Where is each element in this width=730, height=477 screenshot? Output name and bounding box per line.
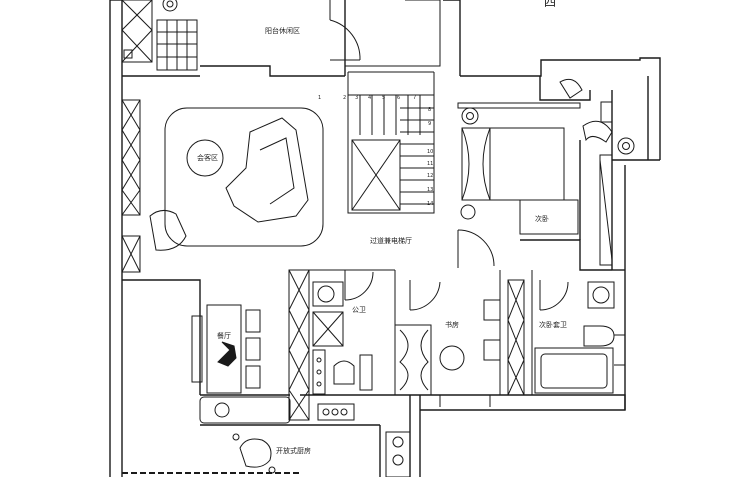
stair-step-number: 10	[427, 149, 434, 155]
room-label-study: 书房	[445, 321, 459, 329]
stair-step-number: 5	[382, 95, 386, 101]
staircase	[347, 71, 435, 214]
stair-step-number: 6	[397, 95, 401, 101]
living-room	[121, 99, 324, 273]
stair-step-number: 14	[427, 201, 434, 207]
open-kitchen	[122, 431, 411, 477]
stair-step-number: 8	[428, 107, 432, 113]
corner-character: 四	[544, 0, 557, 9]
dining-room	[191, 304, 291, 424]
room-label-kitchen: 开放式厨房	[276, 447, 311, 455]
plant-icons	[162, 0, 635, 155]
study-room	[394, 270, 525, 407]
room-label-corridor: 过道兼电梯厅	[370, 237, 412, 245]
stair-step-number: 12	[427, 173, 434, 179]
stair-step-number: 13	[427, 187, 434, 193]
room-label-balcony: 阳台休闲区	[265, 27, 300, 35]
room-label-living: 会客区	[197, 154, 218, 162]
outdoor-seating	[156, 19, 198, 71]
stair-step-number: 7	[413, 95, 417, 101]
stair-step-number: 11	[427, 161, 434, 167]
stair-step-number: 9	[428, 121, 432, 127]
balcony-area	[121, 0, 441, 67]
secondary-bedroom	[457, 78, 613, 268]
outer-walls	[109, 0, 661, 477]
room-label-suite-bath: 次卧套卫	[539, 321, 567, 329]
room-label-bedroom2: 次卧	[535, 215, 549, 223]
public-bathroom	[288, 269, 395, 421]
suite-bathroom	[531, 270, 625, 395]
stair-step-number: 2	[343, 95, 347, 101]
stair-step-number: 3	[355, 95, 359, 101]
stair-step-number: 1	[318, 95, 322, 101]
stair-step-number: 4	[368, 95, 372, 101]
room-label-dining: 餐厅	[217, 332, 231, 340]
room-label-public-bath: 公卫	[352, 306, 366, 314]
